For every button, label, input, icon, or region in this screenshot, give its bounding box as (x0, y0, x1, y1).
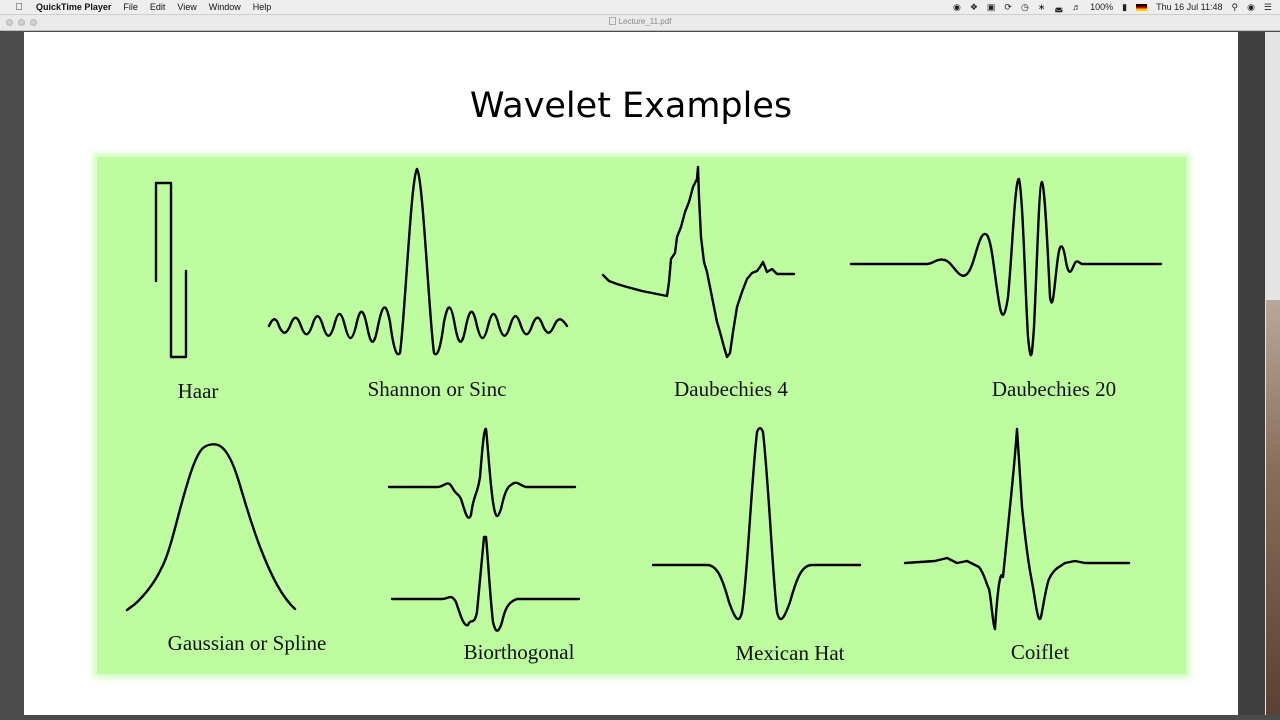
menu-view[interactable]: View (177, 2, 197, 12)
bluetooth-icon[interactable]: ∗ (1037, 1, 1046, 12)
sinc-wavelet-curve (267, 167, 569, 356)
siri-icon[interactable]: ◉ (1247, 1, 1255, 12)
menu-window[interactable]: Window (208, 2, 241, 12)
label-haar: Haar (177, 379, 219, 403)
biorthogonal-bottom-curve (390, 535, 581, 632)
wavelet-drawings (125, 165, 1163, 632)
menu-app-name[interactable]: QuickTime Player (36, 2, 112, 12)
minimize-button[interactable] (18, 19, 25, 26)
window-title-text: Lecture_11.pdf (618, 17, 672, 26)
notification-list-icon[interactable]: ☰ (1263, 1, 1272, 12)
window-bottom-edge (0, 715, 1280, 720)
label-daubechies-4: Daubechies 4 (674, 377, 788, 401)
gaussian-wavelet-curve (125, 443, 297, 612)
dropbox-icon[interactable]: ❖ (969, 1, 978, 12)
record-icon[interactable]: ◉ (952, 1, 961, 12)
daubechies20-wavelet-curve (849, 177, 1163, 357)
window-controls (6, 19, 37, 26)
menu-help[interactable]: Help (252, 2, 272, 12)
label-gaussian-spline: Gaussian or Spline (167, 631, 327, 655)
pdf-page: Wavelet Examples Haar Shannon or Sinc Da (24, 32, 1238, 715)
desktop-wallpaper (1266, 300, 1280, 720)
label-coiflet: Coiflet (1010, 640, 1070, 664)
label-biorthogonal: Biorthogonal (463, 640, 575, 664)
menu-clock[interactable]: Thu 16 Jul 11:48 (1156, 2, 1223, 12)
close-button[interactable] (6, 19, 13, 26)
slide-title: Wavelet Examples (469, 86, 793, 126)
mexican-hat-curve (651, 427, 862, 621)
battery-icon[interactable]: ▮ (1122, 1, 1128, 12)
menu-file[interactable]: File (123, 2, 138, 12)
haar-wavelet-curve (154, 181, 188, 359)
label-shannon-sinc: Shannon or Sinc (367, 377, 507, 401)
biorthogonal-top-curve (387, 427, 577, 519)
label-mexican-hat: Mexican Hat (735, 641, 845, 665)
security-icon[interactable]: ▣ (986, 1, 996, 12)
spotlight-icon[interactable]: ⚲ (1231, 1, 1239, 12)
menu-bar:  QuickTime Player File Edit View Window… (0, 0, 1280, 15)
apple-menu-icon[interactable]:  (12, 2, 26, 13)
sync-icon[interactable]: ⟳ (1004, 1, 1012, 12)
label-daubechies-20: Daubechies 20 (991, 377, 1117, 401)
daubechies4-wavelet-curve (601, 165, 796, 359)
zoom-button[interactable] (30, 19, 37, 26)
battery-percent: 100% (1090, 2, 1114, 12)
volume-icon[interactable]: ♬ (1072, 2, 1082, 12)
time-machine-icon[interactable]: ◷ (1020, 1, 1029, 12)
menu-edit[interactable]: Edit (149, 2, 166, 12)
window-titlebar[interactable]: Lecture_11.pdf (0, 15, 1280, 31)
window-edge (1238, 32, 1265, 720)
pdf-document-icon (608, 17, 616, 25)
wavelet-figure-panel: Haar Shannon or Sinc Daubechies 4 Daubec… (97, 157, 1186, 674)
coiflet-curve (903, 427, 1131, 631)
flag-de-icon[interactable] (1136, 3, 1148, 11)
wifi-icon[interactable]: ◛ (1054, 1, 1064, 12)
window-title: Lecture_11.pdf (0, 17, 1280, 26)
